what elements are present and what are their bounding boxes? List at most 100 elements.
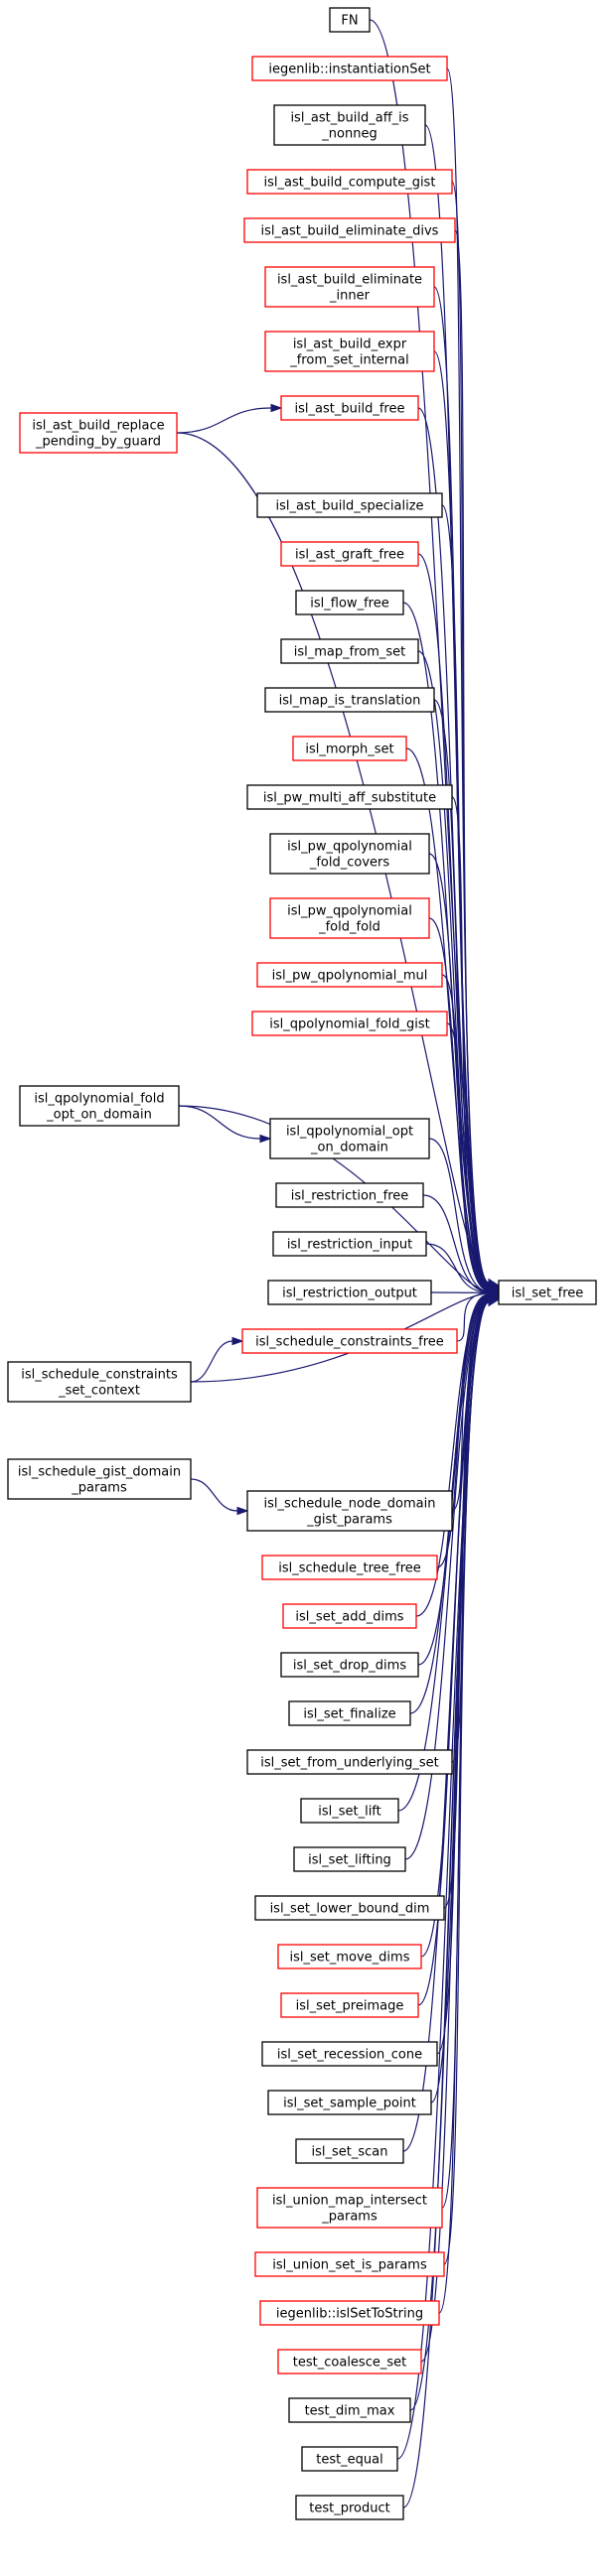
- node-isl_set_recession_cone[interactable]: isl_set_recession_cone: [261, 2041, 438, 2067]
- node-label: isl_ast_build_eliminate: [277, 273, 422, 288]
- node-label: isl_ast_build_specialize: [275, 499, 423, 514]
- node-label: isl_ast_build_compute_gist: [264, 176, 436, 191]
- node-isl_pw_qpolynomial_mul[interactable]: isl_pw_qpolynomial_mul: [256, 962, 443, 988]
- node-isl_restriction_output[interactable]: isl_restriction_output: [267, 1280, 432, 1305]
- node-label: isl_schedule_tree_free: [278, 1561, 421, 1576]
- node-isl_set_add_dims[interactable]: isl_set_add_dims: [282, 1603, 417, 1629]
- node-isl_schedule_constraints_free[interactable]: isl_schedule_constraints_free: [241, 1328, 458, 1354]
- node-label: _set_context: [58, 1384, 140, 1399]
- node-label: isl_qpolynomial_opt: [286, 1125, 413, 1140]
- node-isl_schedule_node_domain_gist_params[interactable]: isl_schedule_node_domain_gist_params: [246, 1490, 453, 1532]
- node-label: _fold_fold: [318, 920, 380, 935]
- node-label: isl_schedule_node_domain: [264, 1497, 436, 1512]
- node-label: isl_ast_build_eliminate_divs: [261, 224, 439, 239]
- node-test_product[interactable]: test_product: [295, 2495, 404, 2520]
- node-isl_ast_build_eliminate_divs[interactable]: isl_ast_build_eliminate_divs: [243, 217, 456, 243]
- node-isl_set_drop_dims[interactable]: isl_set_drop_dims: [280, 1652, 419, 1678]
- node-box: [288, 1700, 411, 1726]
- node-isl_ast_build_expr_from_set_internal[interactable]: isl_ast_build_expr_from_set_internal: [264, 331, 435, 372]
- node-label: isl_ast_build_replace: [32, 419, 164, 434]
- node-isl_pw_qpolynomial_fold_fold[interactable]: isl_pw_qpolynomial_fold_fold: [269, 897, 430, 939]
- node-isl_union_set_is_params[interactable]: isl_union_set_is_params: [254, 2251, 445, 2277]
- node-test_coalesce_set[interactable]: test_coalesce_set: [277, 2349, 422, 2374]
- node-isl_union_map_intersect_params[interactable]: isl_union_map_intersect_params: [256, 2187, 443, 2229]
- node-layer: FNiegenlib::instantiationSetisl_ast_buil…: [7, 7, 597, 2520]
- node-isl_ast_build_replace_pending_by_guard[interactable]: isl_ast_build_replace_pending_by_guard: [19, 412, 178, 454]
- edge-isl_map_is_translation-to-isl_set_free: [433, 699, 490, 1289]
- node-label: _params: [71, 1481, 127, 1496]
- node-box: [261, 2041, 438, 2067]
- node-label: isl_pw_qpolynomial: [287, 904, 412, 919]
- node-isl_schedule_tree_free[interactable]: isl_schedule_tree_free: [261, 1555, 438, 1580]
- node-test_equal[interactable]: test_equal: [301, 2446, 398, 2472]
- node-label: isl_qpolynomial_fold_gist: [269, 1017, 429, 1032]
- node-label: isl_union_set_is_params: [272, 2258, 427, 2273]
- edge-isl_ast_graft_free-to-isl_set_free: [417, 553, 490, 1288]
- edge-isl_ast_build_specialize-to-isl_set_free: [441, 504, 490, 1288]
- node-isl_set_scan[interactable]: isl_set_scan: [295, 2138, 404, 2164]
- node-label: _on_domain: [310, 1141, 388, 1155]
- node-box: [267, 1280, 432, 1305]
- node-isl_qpolynomial_fold_opt_on_domain[interactable]: isl_qpolynomial_fold_opt_on_domain: [19, 1085, 180, 1127]
- node-label: isl_restriction_output: [282, 1287, 417, 1301]
- node-isl_schedule_constraints_set_context[interactable]: isl_schedule_constraints_set_context: [7, 1361, 192, 1403]
- node-isl_set_lift[interactable]: isl_set_lift: [300, 1798, 399, 1824]
- node-isl_set_sample_point[interactable]: isl_set_sample_point: [267, 2090, 432, 2115]
- node-test_dim_max[interactable]: test_dim_max: [288, 2397, 411, 2423]
- node-label: iegenlib::islSetToString: [276, 2307, 423, 2322]
- node-isl_restriction_input[interactable]: isl_restriction_input: [272, 1231, 427, 1257]
- node-box: [264, 687, 435, 713]
- edge-layer: [176, 19, 501, 2508]
- node-isl_ast_graft_free[interactable]: isl_ast_graft_free: [280, 541, 419, 567]
- node-isl_set_from_underlying_set[interactable]: isl_set_from_underlying_set: [246, 1749, 453, 1775]
- edge-isl_set_lifting-to-isl_set_free: [404, 1296, 490, 1860]
- node-label: isl_set_free: [512, 1287, 584, 1301]
- node-isl_ast_build_specialize[interactable]: isl_ast_build_specialize: [256, 492, 443, 518]
- node-isl_ast_build_compute_gist[interactable]: isl_ast_build_compute_gist: [246, 169, 453, 195]
- node-label: isl_set_preimage: [296, 1999, 404, 2014]
- node-label: isl_set_add_dims: [295, 1610, 403, 1625]
- node-isl_map_is_translation[interactable]: isl_map_is_translation: [264, 687, 435, 713]
- node-label: test_coalesce_set: [293, 2356, 406, 2371]
- node-label: isl_ast_build_free: [295, 402, 405, 417]
- node-isl_qpolynomial_fold_gist[interactable]: isl_qpolynomial_fold_gist: [251, 1011, 448, 1036]
- node-isl_set_lifting[interactable]: isl_set_lifting: [293, 1846, 406, 1872]
- node-label: isl_restriction_input: [287, 1238, 412, 1253]
- node-label: isl_set_finalize: [303, 1707, 395, 1722]
- node-label: isl_schedule_gist_domain: [18, 1465, 181, 1480]
- node-isl_flow_free[interactable]: isl_flow_free: [295, 590, 404, 615]
- node-label: FN: [341, 14, 358, 29]
- node-box: [261, 1555, 438, 1580]
- node-isl_set_lower_bound_dim[interactable]: isl_set_lower_bound_dim: [254, 1895, 445, 1921]
- node-isl_ast_build_free[interactable]: isl_ast_build_free: [280, 395, 419, 421]
- node-box: [277, 2349, 422, 2374]
- node-box: [498, 1280, 597, 1305]
- node-isl_schedule_gist_domain_params[interactable]: isl_schedule_gist_domain_params: [7, 1458, 192, 1500]
- node-label: isl_union_map_intersect: [272, 2194, 427, 2209]
- node-isl_pw_qpolynomial_fold_covers[interactable]: isl_pw_qpolynomial_fold_covers: [269, 833, 430, 875]
- node-isl_qpolynomial_opt_on_domain[interactable]: isl_qpolynomial_opt_on_domain: [269, 1118, 430, 1159]
- node-isl_ast_build_eliminate_inner[interactable]: isl_ast_build_eliminate_inner: [264, 266, 435, 308]
- node-isl_restriction_free[interactable]: isl_restriction_free: [275, 1182, 424, 1208]
- node-isl_set_preimage[interactable]: isl_set_preimage: [280, 1992, 419, 2018]
- node-box: [280, 541, 419, 567]
- edge-isl_set_lower_bound_dim-to-isl_set_free: [443, 1296, 490, 1909]
- node-isl_set_finalize[interactable]: isl_set_finalize: [288, 1700, 411, 1726]
- node-box: [19, 412, 178, 454]
- edge-isl_schedule_gist_domain_params-to-isl_schedule_node_domain_gist_params: [190, 1478, 238, 1512]
- node-box: [246, 1749, 453, 1775]
- node-isl_set_move_dims[interactable]: isl_set_move_dims: [277, 1944, 422, 1969]
- edge-isl_restriction_input-to-isl_set_free: [425, 1243, 490, 1293]
- node-isl_ast_build_aff_is_nonneg[interactable]: isl_ast_build_aff_is_nonneg: [273, 104, 426, 146]
- node-FN[interactable]: FN: [329, 7, 371, 33]
- node-label: isl_morph_set: [305, 743, 393, 757]
- node-isl_map_from_set[interactable]: isl_map_from_set: [280, 638, 419, 664]
- edge-arrowhead: [231, 1336, 244, 1346]
- node-isl_morph_set[interactable]: isl_morph_set: [292, 736, 407, 761]
- node-isl_pw_multi_aff_substitute[interactable]: isl_pw_multi_aff_substitute: [246, 784, 453, 810]
- node-box: [256, 2187, 443, 2229]
- node-iegenlib_instantiationSet[interactable]: iegenlib::instantiationSet: [251, 56, 448, 81]
- node-box: [269, 833, 430, 875]
- node-iegenlib_islSetToString[interactable]: iegenlib::islSetToString: [259, 2300, 440, 2326]
- node-label: isl_qpolynomial_fold: [34, 1092, 164, 1107]
